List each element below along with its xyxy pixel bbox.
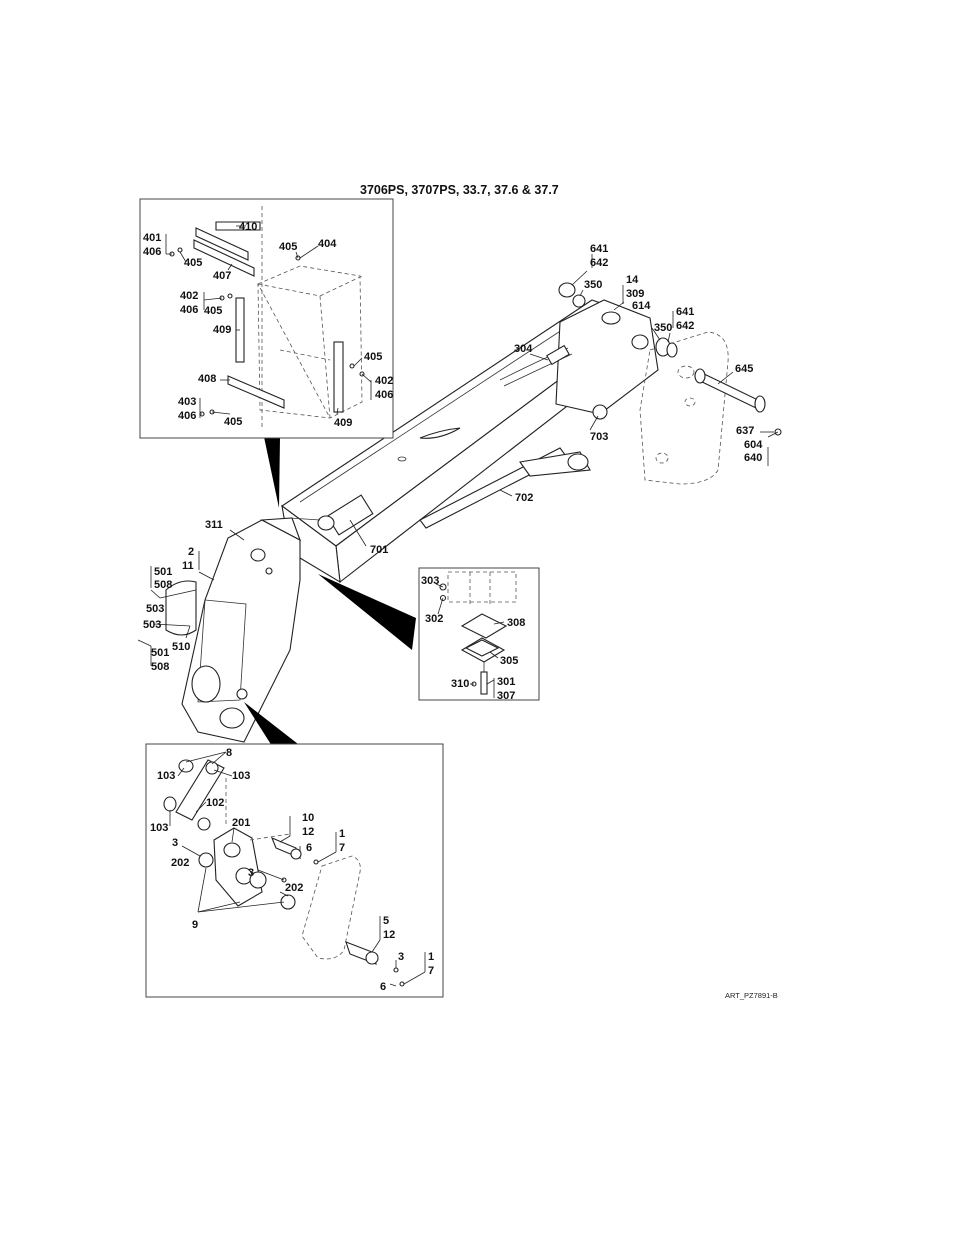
callout: 407 [213, 270, 231, 282]
callout: 703 [590, 431, 608, 443]
callout: 11 [182, 560, 194, 572]
callout: 201 [232, 817, 250, 829]
mounting-plate [558, 282, 782, 485]
callout: 642 [590, 257, 608, 269]
callout: 301 [497, 676, 515, 688]
callout: 7 [428, 965, 434, 977]
detail-box-bumper [418, 567, 540, 701]
callout: 406 [375, 389, 393, 401]
callout: 8 [226, 747, 232, 759]
callout: 12 [302, 826, 314, 838]
art-reference: ART_PZ7891-B [725, 991, 778, 1000]
callout: 405 [364, 351, 382, 363]
callout: 402 [375, 375, 393, 387]
callout: 6 [306, 842, 312, 854]
callout: 202 [171, 857, 189, 869]
callout: 409 [213, 324, 231, 336]
detail-box-wear-pads [139, 198, 394, 439]
callout: 202 [285, 882, 303, 894]
callout: 406 [143, 246, 161, 258]
callout: 350 [584, 279, 602, 291]
callout: 350 [654, 322, 672, 334]
callout: 309 [626, 288, 644, 300]
callout: 305 [500, 655, 518, 667]
callout: 7 [339, 842, 345, 854]
callout: 404 [318, 238, 337, 250]
callout: 408 [198, 373, 216, 385]
callout: 3 [172, 837, 178, 849]
callout: 14 [626, 274, 639, 286]
callout: 503 [146, 603, 164, 615]
callout: 102 [206, 797, 224, 809]
lower-boom [165, 517, 321, 743]
detail-pointer-top [264, 437, 280, 508]
callout: 405 [204, 305, 222, 317]
detail-pointer-right [318, 574, 416, 650]
callout-labels: 641 642 350 14 309 614 641 642 350 304 6… [143, 221, 763, 993]
callout: 645 [735, 363, 753, 375]
callout: 308 [507, 617, 525, 629]
callout: 409 [334, 417, 352, 429]
callout: 508 [151, 661, 169, 673]
callout: 642 [676, 320, 694, 332]
callout: 604 [744, 439, 763, 451]
detail-box-linkage [145, 743, 444, 998]
callout: 401 [143, 232, 161, 244]
callout: 103 [232, 770, 250, 782]
callout: 640 [744, 452, 762, 464]
callout: 403 [178, 396, 196, 408]
callout: 501 [154, 566, 172, 578]
callout: 103 [157, 770, 175, 782]
callout: 2 [188, 546, 194, 558]
callout: 701 [370, 544, 388, 556]
callout: 501 [151, 647, 169, 659]
callout: 503 [143, 619, 161, 631]
callout: 302 [425, 613, 443, 625]
callout: 410 [239, 221, 257, 233]
diagram-title: 3706PS, 3707PS, 33.7, 37.6 & 37.7 [360, 183, 559, 197]
callout: 406 [180, 304, 198, 316]
callout: 641 [676, 306, 694, 318]
callout: 12 [383, 929, 395, 941]
callout: 402 [180, 290, 198, 302]
callout: 311 [205, 519, 223, 531]
callout: 406 [178, 410, 196, 422]
detail-pointer-bottom [244, 702, 298, 746]
callout: 5 [383, 915, 389, 927]
callout: 103 [150, 822, 168, 834]
callout: 405 [224, 416, 242, 428]
callout: 508 [154, 579, 172, 591]
callout: 405 [279, 241, 297, 253]
callout: 310 [451, 678, 469, 690]
callout: 614 [632, 300, 651, 312]
callout: 307 [497, 690, 515, 702]
callout: 702 [515, 492, 533, 504]
callout: 304 [514, 343, 533, 355]
callout: 637 [736, 425, 754, 437]
callout: 405 [184, 257, 202, 269]
callout: 303 [421, 575, 439, 587]
callout: 10 [302, 812, 314, 824]
callout: 9 [192, 919, 198, 931]
callout: 510 [172, 641, 190, 653]
callout: 3 [248, 867, 254, 879]
main-boom [281, 299, 659, 584]
callout: 6 [380, 981, 386, 993]
leader-lines [137, 225, 779, 987]
callout: 1 [339, 828, 345, 840]
callout: 641 [590, 243, 608, 255]
callout: 3 [398, 951, 404, 963]
callout: 1 [428, 951, 434, 963]
